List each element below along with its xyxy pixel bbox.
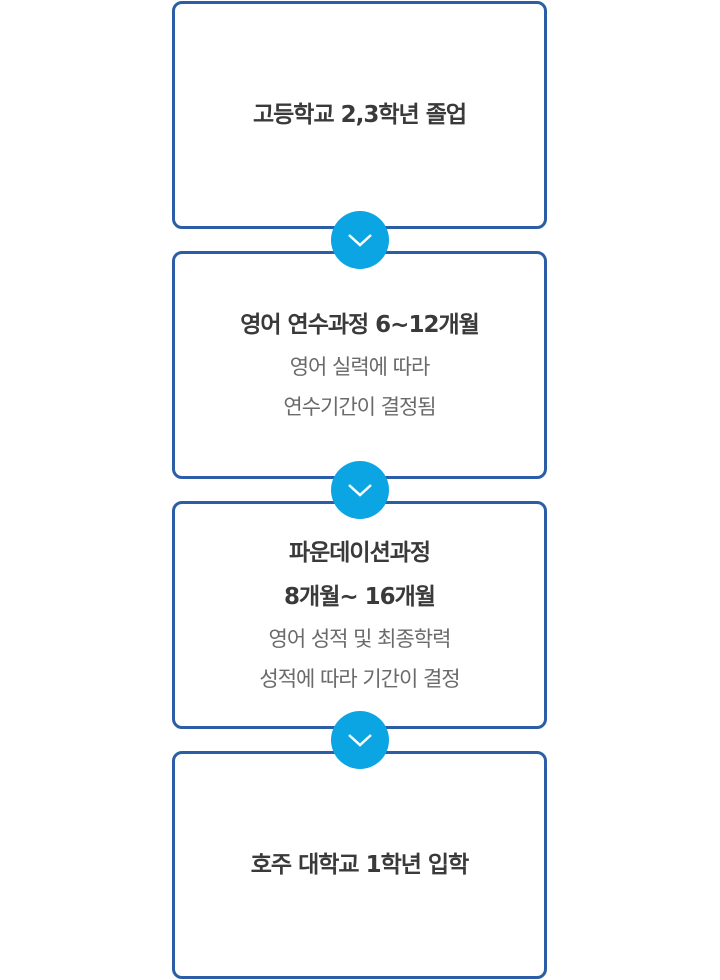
step-2-card: 영어 연수과정 6~12개월 영어 실력에 따라 연수기간이 결정됨: [172, 251, 547, 479]
step-desc: 영어 성적 및 최종학력: [268, 626, 452, 651]
step-title: 파운데이션과정: [288, 539, 431, 566]
step-title: 8개월~ 16개월: [284, 583, 436, 610]
chevron-down-icon: [331, 461, 389, 519]
step-desc: 영어 실력에 따라: [289, 354, 431, 379]
step-title: 호주 대학교 1학년 입학: [250, 851, 469, 878]
chevron-down-icon: [331, 711, 389, 769]
step-title: 고등학교 2,3학년 졸업: [252, 101, 467, 128]
chevron-down-icon: [331, 211, 389, 269]
step-3-card: 파운데이션과정 8개월~ 16개월 영어 성적 및 최종학력 성적에 따라 기간…: [172, 501, 547, 729]
step-title: 영어 연수과정 6~12개월: [240, 311, 480, 338]
step-4-card: 호주 대학교 1학년 입학: [172, 751, 547, 979]
step-desc: 연수기간이 결정됨: [283, 394, 436, 419]
step-1-card: 고등학교 2,3학년 졸업: [172, 1, 547, 229]
step-desc: 성적에 따라 기간이 결정: [259, 666, 460, 691]
